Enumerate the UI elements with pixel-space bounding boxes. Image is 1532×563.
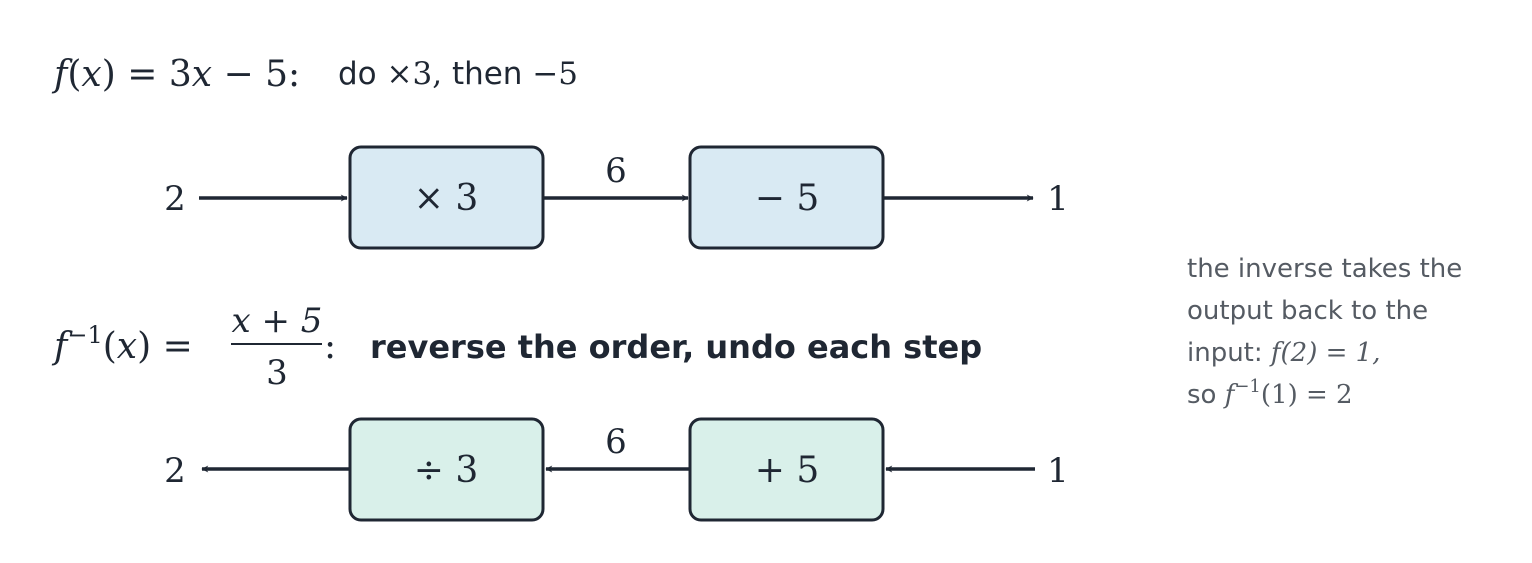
inverse-box-divide xyxy=(348,417,545,522)
inverse-heading: f−1(x) = x + 5 3 : reverse the order, un… xyxy=(51,301,982,393)
inverse-superscript: −1 xyxy=(67,321,102,349)
note-line-2: output back to the xyxy=(1187,296,1428,326)
side-note: the inverse takes the output back to the… xyxy=(1187,254,1462,410)
inverse-colon: : xyxy=(324,326,336,367)
forward-const: 5 xyxy=(265,54,288,95)
forward-box-subtract-label: − 5 xyxy=(755,178,820,219)
inverse-input-value: 1 xyxy=(1047,451,1069,491)
forward-coef: 3 xyxy=(169,54,192,95)
svg-text:do ×3, then −5: do ×3, then −5 xyxy=(338,56,578,92)
note-line-3-math: f(2) = 1, xyxy=(1269,338,1381,368)
forward-heading: f(x) = 3x − 5: do ×3, then −5 xyxy=(51,54,578,95)
forward-minus: − xyxy=(223,54,253,95)
forward-row: 2 × 3 6 − 5 1 xyxy=(164,145,1069,250)
note-line-1: the inverse takes the xyxy=(1187,254,1462,284)
svg-text:f(x) = 3x − 5:: f(x) = 3x − 5: xyxy=(51,54,300,95)
forward-desc-op2: −5 xyxy=(532,56,578,92)
note-line-3-text: input: xyxy=(1187,338,1263,368)
inverse-arg: x xyxy=(117,326,137,367)
svg-text:so f−1(1) = 2: so f−1(1) = 2 xyxy=(1187,376,1353,410)
note-line-4-rest: (1) = 2 xyxy=(1261,380,1353,410)
forward-desc-op1: ×3, xyxy=(387,56,443,92)
forward-arg: x xyxy=(81,54,101,95)
svg-text:f−1(x) =: f−1(x) = xyxy=(51,321,193,367)
note-line-4-sup: −1 xyxy=(1234,376,1261,397)
note-line-4-text: so xyxy=(1187,380,1216,410)
forward-desc-do: do xyxy=(338,56,377,92)
inverse-mid-value: 6 xyxy=(605,422,627,462)
inverse-box-divide-label: ÷ 3 xyxy=(414,450,479,491)
inverse-row: 2 ÷ 3 6 + 5 1 xyxy=(164,417,1069,522)
forward-eq: = xyxy=(127,54,157,95)
svg-text:input: f(2) = 1,: input: f(2) = 1, xyxy=(1187,338,1380,368)
inverse-denominator: 3 xyxy=(266,353,288,393)
inverse-desc: reverse the order, undo each step xyxy=(370,328,982,366)
forward-output-value: 1 xyxy=(1047,179,1069,219)
inverse-output-value: 2 xyxy=(164,451,186,491)
forward-input-value: 2 xyxy=(164,179,186,219)
inverse-box-add-label: + 5 xyxy=(755,450,820,491)
forward-mid-value: 6 xyxy=(605,151,627,191)
forward-box-multiply-label: × 3 xyxy=(414,178,479,219)
inverse-box-add xyxy=(688,417,885,522)
inverse-numerator: x + 5 xyxy=(232,301,323,341)
forward-colon: : xyxy=(288,54,300,95)
forward-var: x xyxy=(192,54,212,95)
inverse-eq: = xyxy=(163,326,193,367)
forward-desc-then: then xyxy=(452,56,523,92)
